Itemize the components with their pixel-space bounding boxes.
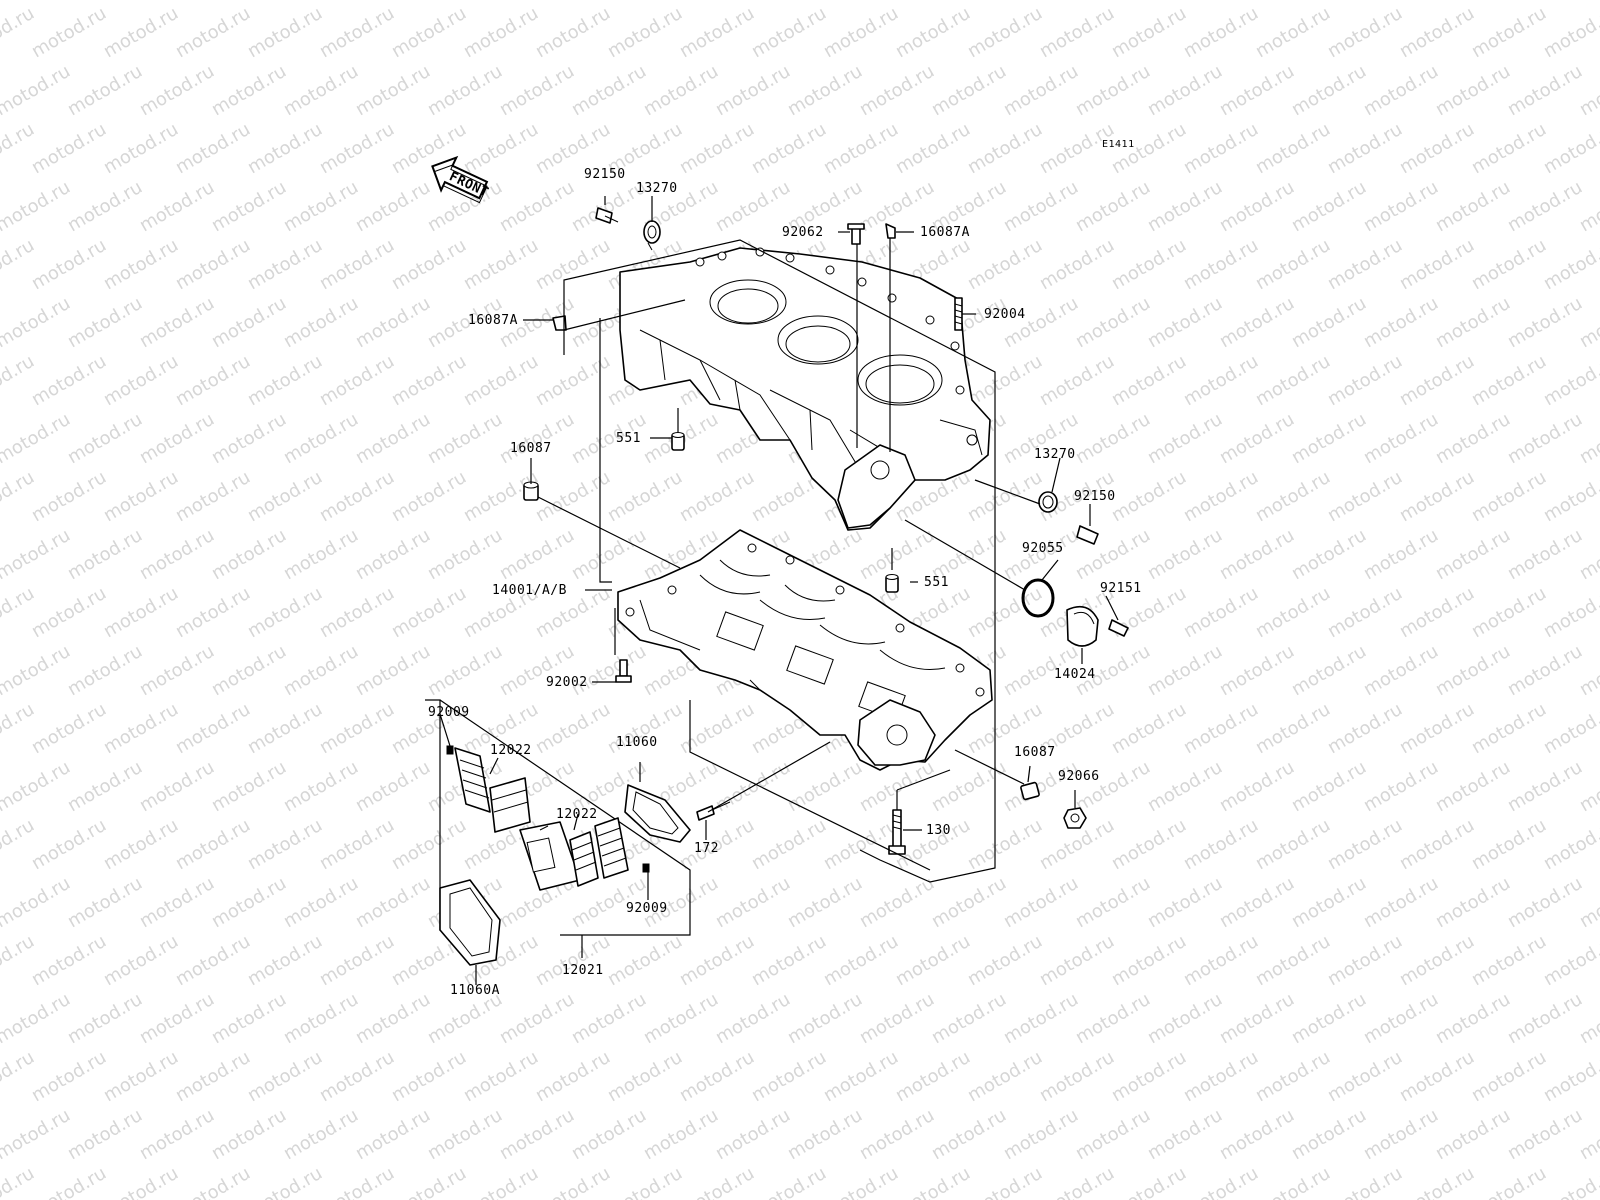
- label-92151: 92151: [1100, 581, 1142, 596]
- bolt-92002: [615, 659, 632, 683]
- plug-16087a-top: [885, 223, 896, 239]
- oring-92055: [1021, 578, 1055, 618]
- label-551-mid: 551: [924, 575, 949, 590]
- label-12021: 12021: [562, 963, 604, 978]
- label-16087a-left: 16087A: [468, 313, 518, 328]
- dowel-92062: [847, 223, 865, 245]
- label-14024: 14024: [1054, 667, 1096, 682]
- label-11060a: 11060A: [450, 983, 500, 998]
- bolt-92151: [1108, 619, 1129, 637]
- label-16087a-top: 16087A: [920, 225, 970, 240]
- label-14001: 14001/A/B: [492, 583, 567, 598]
- bolt-130: [888, 809, 906, 855]
- label-13270-top: 13270: [636, 181, 678, 196]
- label-92150-right: 92150: [1074, 489, 1116, 504]
- dowel-551-top: [671, 432, 685, 451]
- label-92009-bottom: 92009: [626, 901, 668, 916]
- reed-valve-assembly: [425, 699, 691, 936]
- label-16087-left: 16087: [510, 441, 552, 456]
- lower-crankcase: [617, 529, 993, 771]
- label-92066: 92066: [1058, 769, 1100, 784]
- gasket-11060: [624, 784, 691, 843]
- ring-13270-top: [643, 220, 661, 251]
- label-92009-top: 92009: [428, 705, 470, 720]
- stud-92004: [954, 297, 963, 331]
- label-551-top: 551: [616, 431, 641, 446]
- ring-13270-right: [1038, 491, 1058, 513]
- nut-92066: [1063, 807, 1087, 829]
- label-12022-mid: 12022: [556, 807, 598, 822]
- part-labels: 92150 13270 92062 16087A 16087A 92004 55…: [428, 167, 1142, 998]
- upper-crankcase: [619, 247, 991, 531]
- plug-16087-left: [523, 481, 539, 501]
- label-12022-top: 12022: [490, 743, 532, 758]
- diagram-code: E1411: [1102, 139, 1135, 150]
- leader-lines: [439, 196, 1119, 985]
- label-92002: 92002: [546, 675, 588, 690]
- label-92150-top: 92150: [584, 167, 626, 182]
- bolt-92150-top: [595, 207, 619, 224]
- front-arrow-icon: FRONT: [431, 155, 491, 204]
- label-92062: 92062: [782, 225, 824, 240]
- label-13270-right: 13270: [1034, 447, 1076, 462]
- plug-16087-right: [1020, 781, 1040, 801]
- label-130: 130: [926, 823, 951, 838]
- gasket-11060a: [439, 879, 501, 966]
- bolt-172: [696, 801, 731, 821]
- bolt-92150-right: [1076, 525, 1099, 545]
- label-16087-right: 16087: [1014, 745, 1056, 760]
- cap-14024: [1066, 605, 1099, 647]
- label-172: 172: [694, 841, 719, 856]
- dowel-551-mid: [885, 574, 899, 593]
- label-11060: 11060: [616, 735, 658, 750]
- label-92055: 92055: [1022, 541, 1064, 556]
- label-92004: 92004: [984, 307, 1026, 322]
